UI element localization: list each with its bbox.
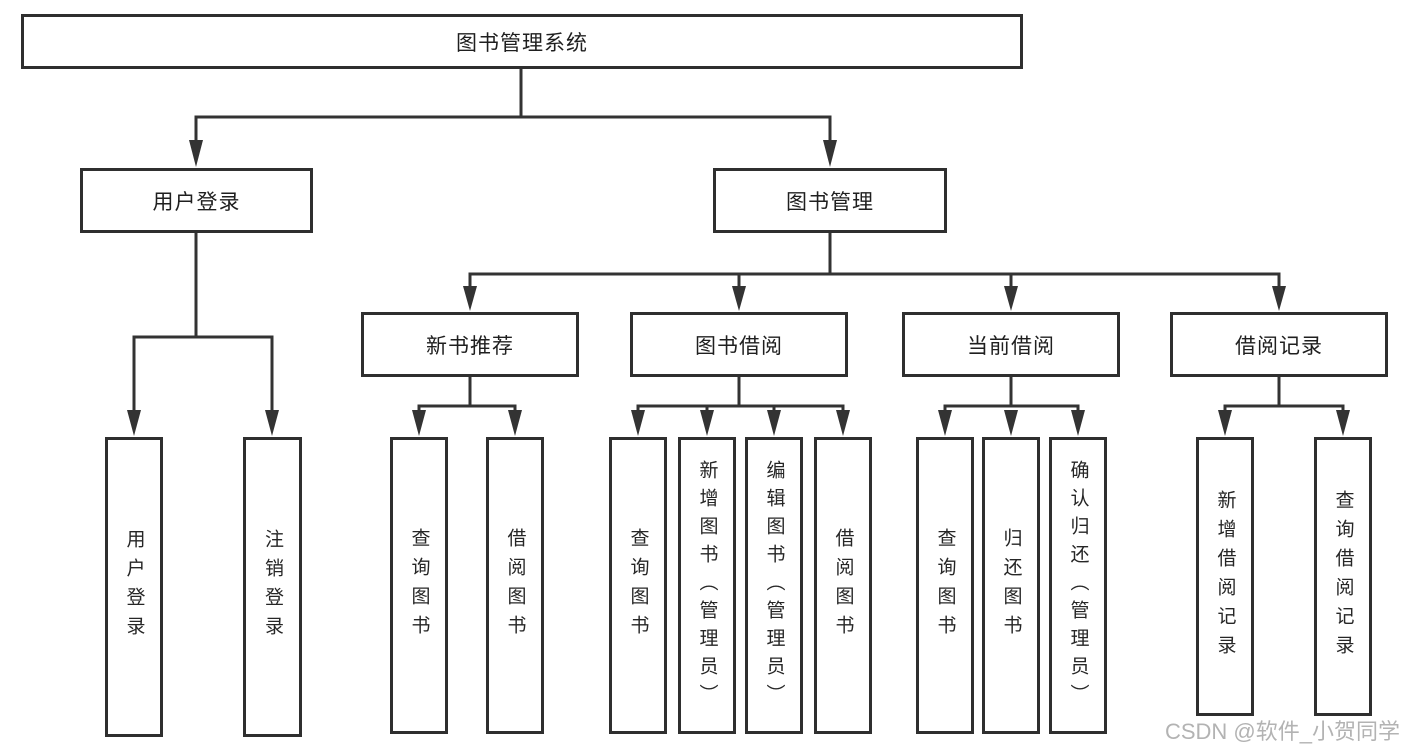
leaf-query-books-recommend-label: 查询图书 bbox=[408, 527, 430, 644]
node-new-book-recommend-label: 新书推荐 bbox=[426, 334, 514, 358]
leaf-query-borrow-record: 查询借阅记录 bbox=[1314, 437, 1372, 716]
watermark: CSDN @软件_小贺同学 bbox=[1164, 719, 1400, 744]
leaf-confirm-return-admin-label: 确认归还（管理员） bbox=[1067, 459, 1089, 712]
leaf-logout-label: 注销登录 bbox=[262, 529, 283, 645]
leaf-query-books-current: 查询图书 bbox=[916, 437, 974, 734]
node-root-label: 图书管理系统 bbox=[456, 31, 588, 55]
node-current-borrow: 当前借阅 bbox=[902, 312, 1120, 377]
node-user-login: 用户登录 bbox=[80, 168, 313, 233]
leaf-user-login-label: 用户登录 bbox=[123, 529, 145, 645]
node-borrow-records-label: 借阅记录 bbox=[1235, 334, 1323, 358]
node-current-borrow-label: 当前借阅 bbox=[967, 334, 1055, 358]
leaf-query-books-borrow-label: 查询图书 bbox=[627, 527, 649, 644]
leaf-add-book-admin-label: 新增图书（管理员） bbox=[696, 459, 718, 712]
node-book-management: 图书管理 bbox=[713, 168, 947, 233]
leaf-query-borrow-record-label: 查询借阅记录 bbox=[1332, 489, 1354, 664]
leaf-query-books-borrow: 查询图书 bbox=[609, 437, 667, 734]
leaf-user-login: 用户登录 bbox=[105, 437, 163, 737]
leaf-edit-book-admin-label: 编辑图书（管理员） bbox=[763, 459, 785, 712]
leaf-logout: 注销登录 bbox=[243, 437, 302, 737]
leaf-query-books-recommend: 查询图书 bbox=[390, 437, 448, 734]
leaf-add-book-admin: 新增图书（管理员） bbox=[678, 437, 736, 734]
node-book-borrow: 图书借阅 bbox=[630, 312, 848, 377]
leaf-borrow-books-recommend-label: 借阅图书 bbox=[504, 527, 526, 644]
node-user-login-label: 用户登录 bbox=[152, 190, 241, 214]
leaf-return-books: 归还图书 bbox=[982, 437, 1040, 734]
leaf-borrow-books-recommend: 借阅图书 bbox=[486, 437, 544, 734]
node-root: 图书管理系统 bbox=[21, 14, 1023, 69]
leaf-query-books-current-label: 查询图书 bbox=[934, 527, 956, 644]
leaf-borrow-books-borrow-label: 借阅图书 bbox=[832, 527, 854, 644]
node-book-borrow-label: 图书借阅 bbox=[695, 334, 783, 358]
leaf-return-books-label: 归还图书 bbox=[1000, 527, 1022, 644]
node-new-book-recommend: 新书推荐 bbox=[361, 312, 579, 377]
leaf-confirm-return-admin: 确认归还（管理员） bbox=[1049, 437, 1107, 734]
leaf-edit-book-admin: 编辑图书（管理员） bbox=[745, 437, 803, 734]
leaf-borrow-books-borrow: 借阅图书 bbox=[814, 437, 872, 734]
node-borrow-records: 借阅记录 bbox=[1170, 312, 1388, 377]
leaf-add-borrow-record: 新增借阅记录 bbox=[1196, 437, 1254, 716]
leaf-add-borrow-record-label: 新增借阅记录 bbox=[1214, 489, 1236, 664]
node-book-management-label: 图书管理 bbox=[786, 190, 874, 214]
